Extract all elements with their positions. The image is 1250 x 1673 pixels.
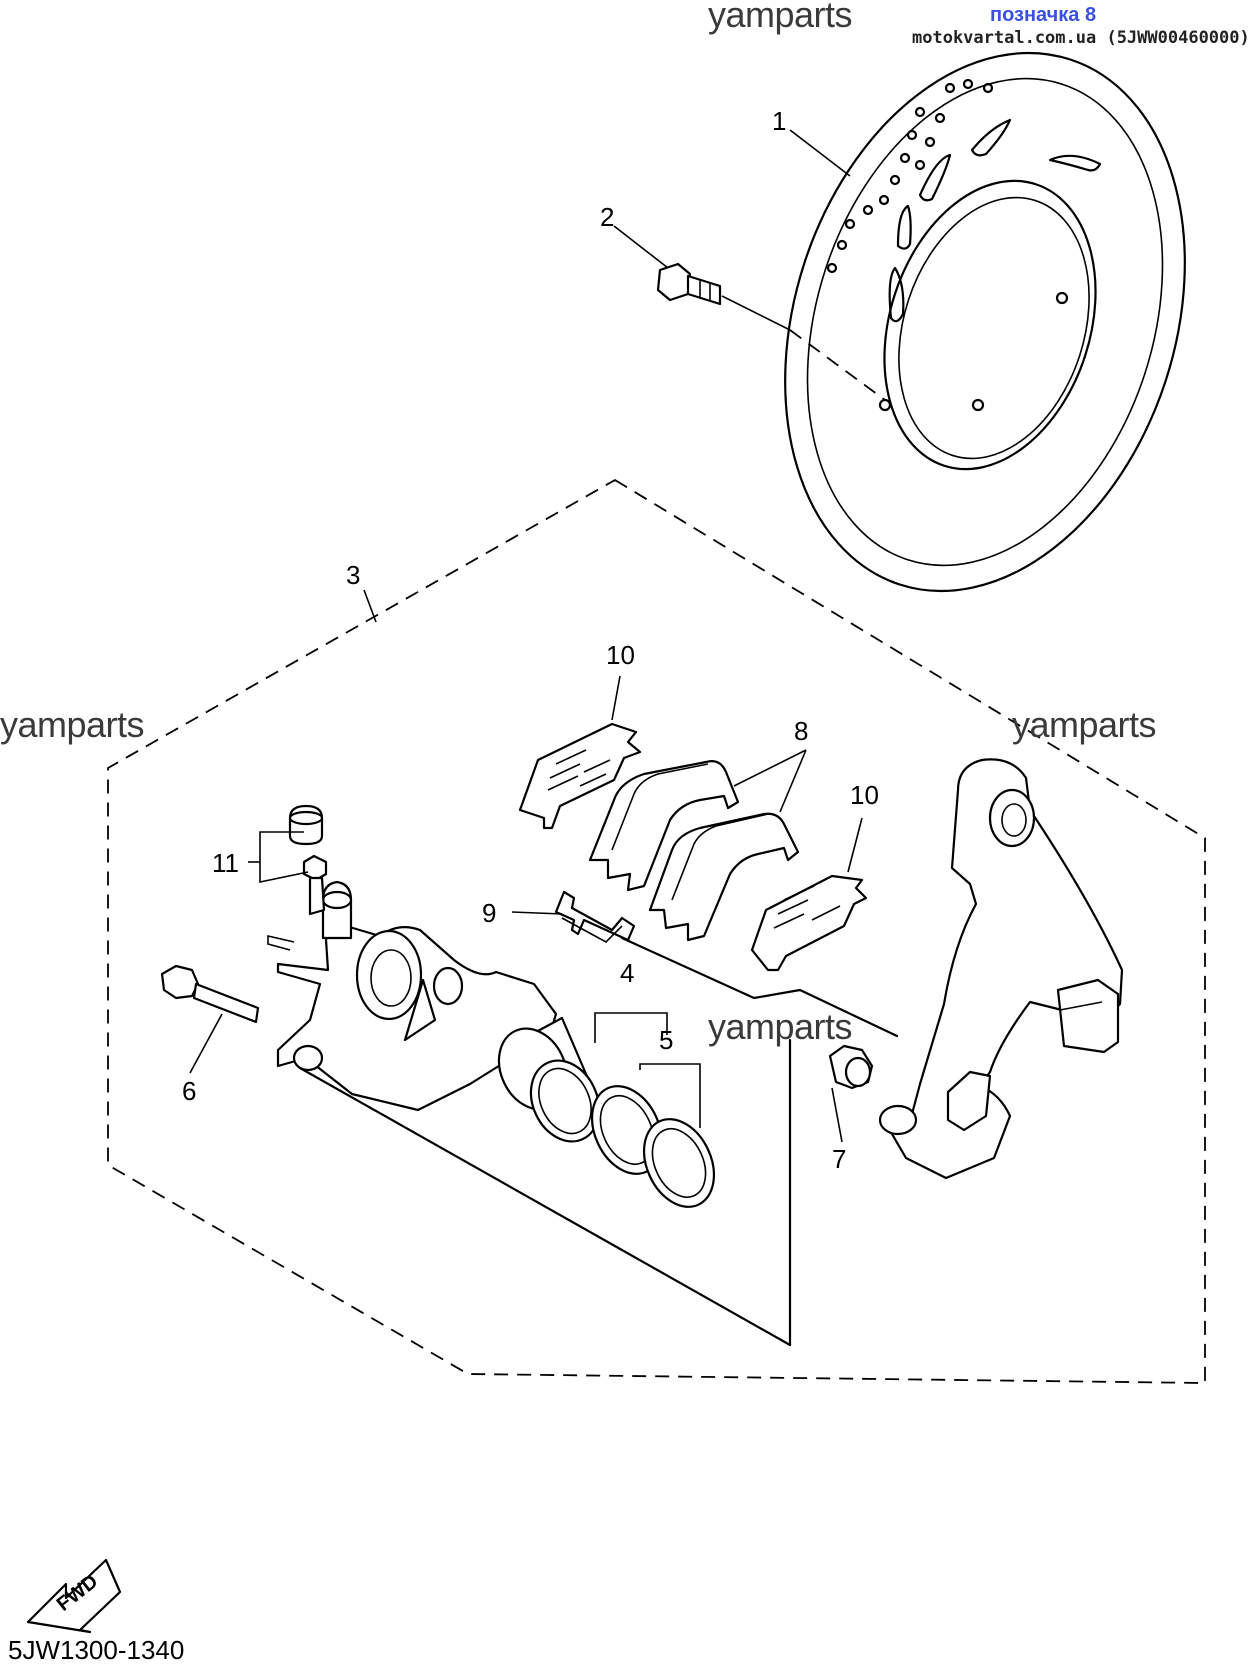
source-reference: motokvartal.com.ua (5JWW00460000) <box>912 28 1250 48</box>
brake-pad-rear <box>648 812 800 942</box>
callout-10: 10 <box>850 780 879 810</box>
callout-1: 1 <box>772 106 787 136</box>
pad-shim-left <box>518 722 642 830</box>
bleed-screw <box>302 854 328 916</box>
leader-6 <box>189 1013 223 1074</box>
caliper-bracket <box>878 758 1124 1180</box>
brake-disc <box>784 51 1186 593</box>
watermark: yamparts <box>1012 704 1157 745</box>
piston-seal-2 <box>642 1118 716 1208</box>
leader-2 <box>613 225 669 269</box>
leader-3 <box>363 589 377 623</box>
guide-pin <box>160 964 260 1024</box>
leader-5 <box>639 1063 701 1128</box>
piston <box>497 1016 601 1143</box>
callout-7: 7 <box>832 1144 847 1174</box>
leader-4 <box>594 1012 668 1043</box>
pad-shim-right <box>750 874 868 972</box>
leader-10a <box>611 675 621 721</box>
watermark: yamparts <box>708 0 853 35</box>
callout-9: 9 <box>482 898 497 928</box>
fwd-arrow-icon <box>26 1558 122 1634</box>
diagram-drawing <box>26 51 1206 1634</box>
leader-8b <box>733 749 807 787</box>
callout-6: 6 <box>182 1076 197 1106</box>
watermark: yamparts <box>0 704 145 745</box>
pin-boot <box>828 1044 874 1090</box>
leader-11 <box>259 831 309 883</box>
callout-4: 4 <box>620 958 635 988</box>
bleed-cap <box>288 804 324 846</box>
diagram-tag: позначка 8 <box>990 4 1097 26</box>
callout-11: 11 <box>212 848 239 878</box>
leader-8a <box>779 749 807 813</box>
callout-8: 8 <box>794 716 809 746</box>
callout-5: 5 <box>659 1025 674 1055</box>
disc-bolt <box>656 262 722 306</box>
leader-9 <box>511 911 563 915</box>
leader-7 <box>831 1087 843 1143</box>
callout-3: 3 <box>346 560 361 590</box>
watermark: yamparts <box>708 1006 853 1047</box>
leader-1 <box>789 129 851 177</box>
brake-pad-front <box>588 760 740 892</box>
callout-10: 10 <box>606 640 635 670</box>
caliper-assembly-boundary <box>107 478 1206 1384</box>
leader-10b <box>847 817 863 873</box>
callout-2: 2 <box>600 202 615 232</box>
diagram-code: 5JW1300-1340 <box>8 1635 185 1665</box>
pad-clip <box>554 890 636 943</box>
caliper-body <box>267 880 558 1112</box>
